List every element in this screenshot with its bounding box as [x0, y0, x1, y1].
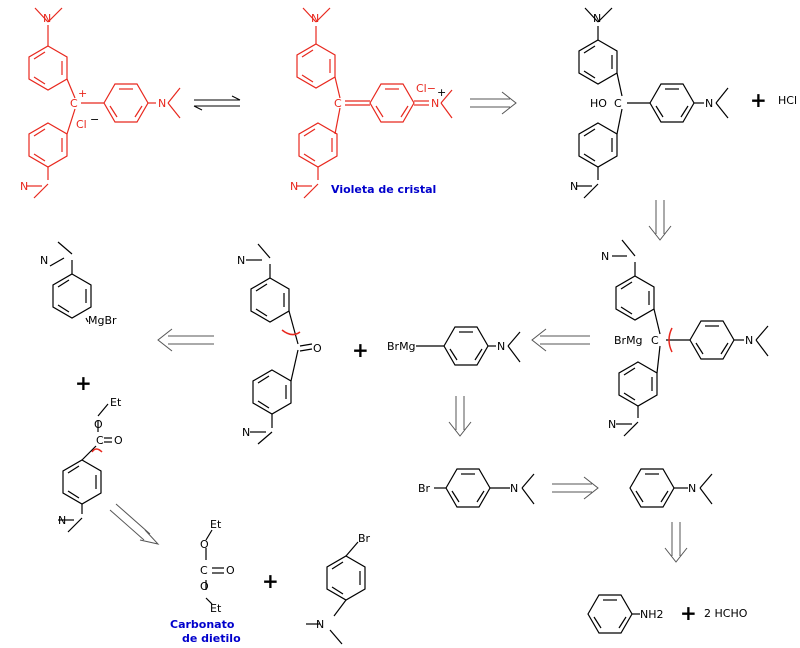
michlers-ketone: N O N	[237, 243, 322, 445]
formaldehyde-label: 2 HCHO	[704, 607, 748, 620]
n-atom: N	[688, 482, 696, 495]
plus-sign: +	[680, 601, 697, 625]
n-atom: N	[158, 97, 166, 110]
retro-arrow	[531, 328, 590, 352]
retro-arrow	[551, 476, 599, 500]
plus-sign: +	[352, 338, 369, 362]
bromo-dimethylaniline: Br N	[306, 532, 371, 645]
iminium-n: N	[431, 97, 439, 110]
n-atom: N	[705, 97, 713, 110]
n-atom: N	[316, 618, 324, 631]
n-atom: N	[570, 180, 578, 193]
et-label: Et	[210, 602, 222, 615]
crystal-violet-cation: N C + Cl − N N	[20, 7, 181, 199]
nh2-label: NH2	[640, 608, 664, 621]
retro-arrow	[469, 91, 517, 115]
n-atom: N	[745, 334, 753, 347]
hcl-label: HCl	[778, 94, 797, 107]
et-label: Et	[210, 518, 222, 531]
n-atom: N	[593, 12, 601, 25]
aryl-grignard: BrMg N	[387, 326, 521, 366]
o-atom: O	[94, 418, 103, 431]
retro-arrow	[664, 521, 688, 563]
chloride-ion: Cl	[76, 118, 87, 131]
n-atom: N	[43, 12, 51, 25]
n-atom: N	[40, 254, 48, 267]
o-atom: O	[200, 580, 209, 593]
retro-arrow	[109, 503, 160, 545]
n-atom: N	[510, 482, 518, 495]
diethyl-carbonate: Et O C O O Et Carbonato de dietilo	[170, 518, 241, 645]
o-atom: O	[200, 538, 209, 551]
hydroxyl-label: HO	[590, 97, 607, 110]
caption-carbonate: Carbonato	[170, 618, 235, 631]
n-atom: N	[497, 340, 505, 353]
n-atom: N	[20, 180, 28, 193]
n-atom: N	[242, 426, 250, 439]
chloride-ion: Cl−	[416, 82, 436, 95]
iminium-plus: +	[437, 86, 446, 99]
crystal-violet-quinoid: N C Cl− N + N Violeta de cristal	[290, 7, 453, 199]
central-carbon: C	[334, 97, 342, 110]
n-atom: N	[601, 250, 609, 263]
plus-sign: +	[75, 371, 92, 395]
brmg-label: BrMg	[387, 340, 416, 353]
br-label: Br	[418, 482, 431, 495]
n-atom: N	[237, 254, 245, 267]
grignard-adduct: N BrMg C N N	[601, 239, 769, 437]
ethyl-benzoate: Et O C O N	[58, 396, 123, 533]
retro-arrow	[157, 328, 214, 352]
retro-arrow	[448, 395, 472, 437]
et-label: Et	[110, 396, 122, 409]
aryl-mgbr: N MgBr	[40, 241, 117, 327]
plus-sign: +	[262, 569, 279, 593]
cation-carbon: C	[70, 97, 78, 110]
negative-charge: −	[90, 113, 99, 126]
o-atom: O	[226, 564, 235, 577]
retro-arrow	[648, 199, 672, 241]
carbonate-c: C	[200, 564, 208, 577]
positive-charge: +	[78, 87, 87, 100]
brmg-label: BrMg	[614, 334, 643, 347]
aniline: NH2	[587, 594, 664, 634]
n-atom: N	[311, 12, 319, 25]
mgbr-label: MgBr	[88, 314, 117, 327]
n-atom: N	[290, 180, 298, 193]
central-carbon: C	[614, 97, 622, 110]
n-atom: N	[608, 418, 616, 431]
equilibrium-arrow	[193, 95, 241, 111]
o-atom: O	[114, 434, 123, 447]
caption-diethyl: de dietilo	[182, 632, 241, 645]
bromo-aniline-row: Br N	[418, 468, 535, 508]
central-carbon: C	[651, 334, 659, 347]
br-label: Br	[358, 532, 371, 545]
o-atom: O	[313, 342, 322, 355]
dimethylaniline: N	[629, 468, 713, 508]
caption-crystal-violet: Violeta de cristal	[331, 183, 436, 196]
carbinol-base: N HO C N N + HCl	[570, 7, 797, 199]
carbonyl-c: C	[96, 434, 104, 447]
plus-sign: +	[750, 88, 767, 112]
n-atom: N	[58, 514, 66, 527]
